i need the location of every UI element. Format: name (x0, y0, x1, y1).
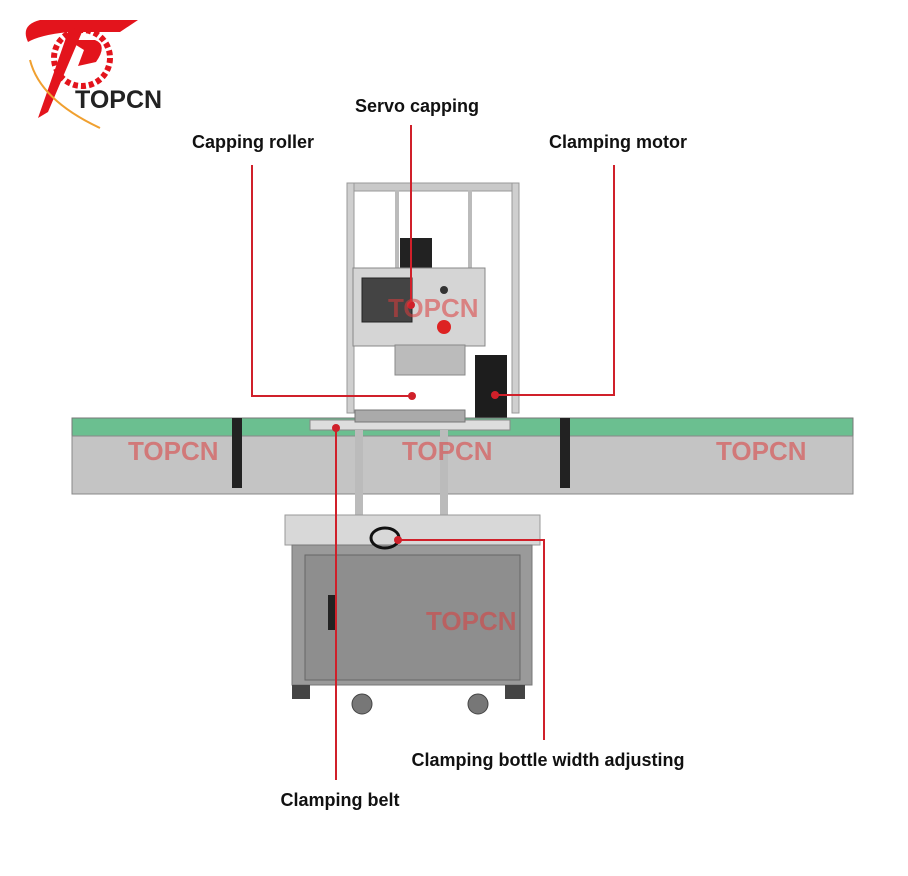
watermark: TOPCN (402, 436, 493, 466)
label-clamping-belt: Clamping belt (280, 790, 400, 810)
topcn-logo (25, 20, 138, 129)
label-capping-roller: Capping roller (191, 132, 315, 152)
watermark: TOPCN (716, 436, 807, 466)
watermark: TOPCN (128, 436, 219, 466)
watermark: TOPCN (388, 293, 479, 323)
watermark: TOPCN (426, 606, 517, 636)
leader-lines (251, 125, 615, 780)
label-clamping-motor: Clamping motor (549, 132, 687, 152)
label-servo-capping: Servo capping (354, 96, 480, 116)
label-clamping-bottle-width-adjusting: Clamping bottle width adjusting (411, 750, 685, 770)
logo-text: TOPCN (75, 86, 163, 114)
leader-dots (332, 301, 499, 544)
